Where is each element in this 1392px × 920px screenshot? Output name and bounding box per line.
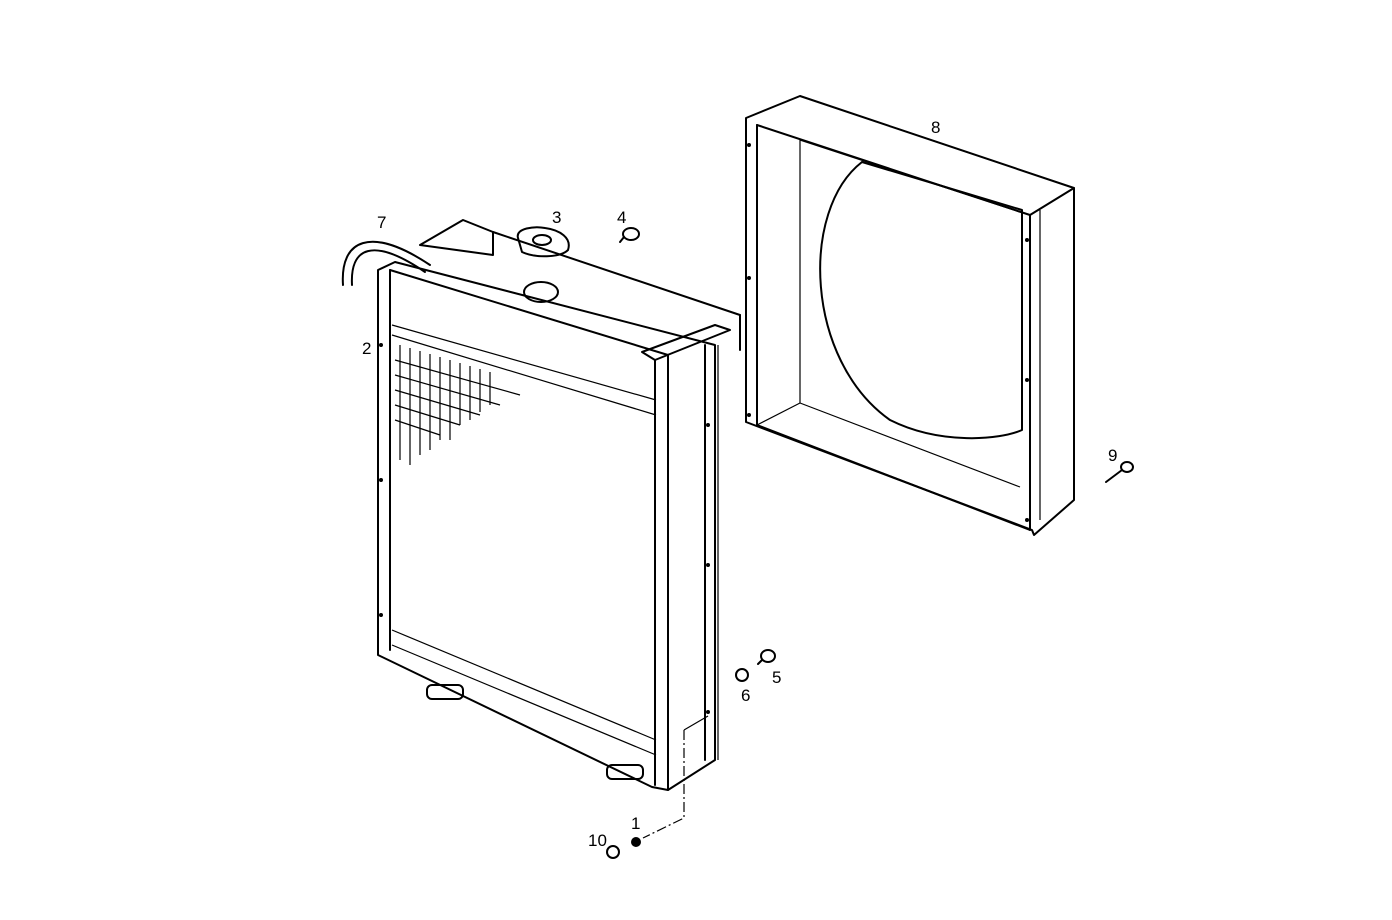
callout-9: 9	[1108, 446, 1118, 465]
washer-6	[735, 668, 749, 682]
callout-8: 8	[931, 118, 941, 137]
gasket-3	[516, 226, 570, 258]
fan-shroud	[745, 95, 1075, 536]
bolt-9	[1105, 461, 1134, 483]
radiator	[341, 219, 741, 791]
callout-6: 6	[741, 686, 751, 705]
callout-4: 4	[617, 208, 627, 227]
washer-10	[606, 845, 620, 859]
callout-2: 2	[362, 339, 372, 358]
callout-5: 5	[772, 668, 782, 687]
callout-1: 1	[631, 814, 641, 833]
callout-3: 3	[552, 208, 562, 227]
bolt-5	[757, 649, 776, 665]
callout-7: 7	[377, 213, 387, 232]
nut-1	[631, 837, 641, 847]
bolt-4	[619, 227, 640, 243]
callout-10: 10	[588, 831, 607, 850]
